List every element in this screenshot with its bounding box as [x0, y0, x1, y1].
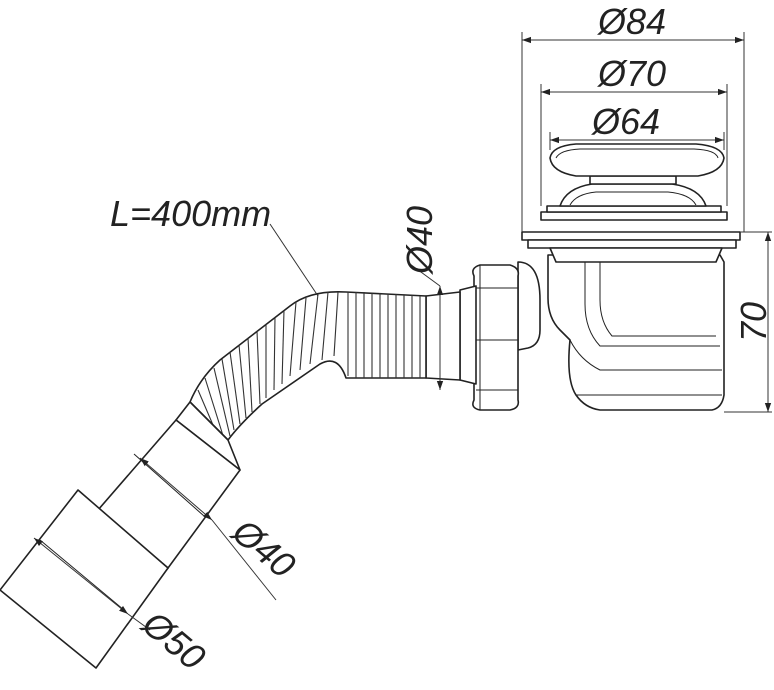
top-middle-diameter-label: Ø70 [597, 53, 666, 94]
outlet-outer-diameter-label: Ø50 [134, 602, 213, 678]
union-nut [425, 264, 520, 411]
top-outer-diameter-label: Ø84 [597, 1, 666, 42]
corrugated-hose [189, 290, 427, 447]
dimension-lines [33, 32, 772, 631]
outlet-inner-diameter-label: Ø40 [224, 510, 303, 586]
outlet-adapter [0, 401, 241, 669]
trap-height-label: 70 [733, 302, 774, 342]
hose-diameter-label: Ø40 [399, 206, 440, 275]
trap-body [517, 143, 741, 411]
top-inner-diameter-label: Ø64 [591, 101, 660, 142]
hose-length-label: L=400mm [110, 193, 271, 234]
